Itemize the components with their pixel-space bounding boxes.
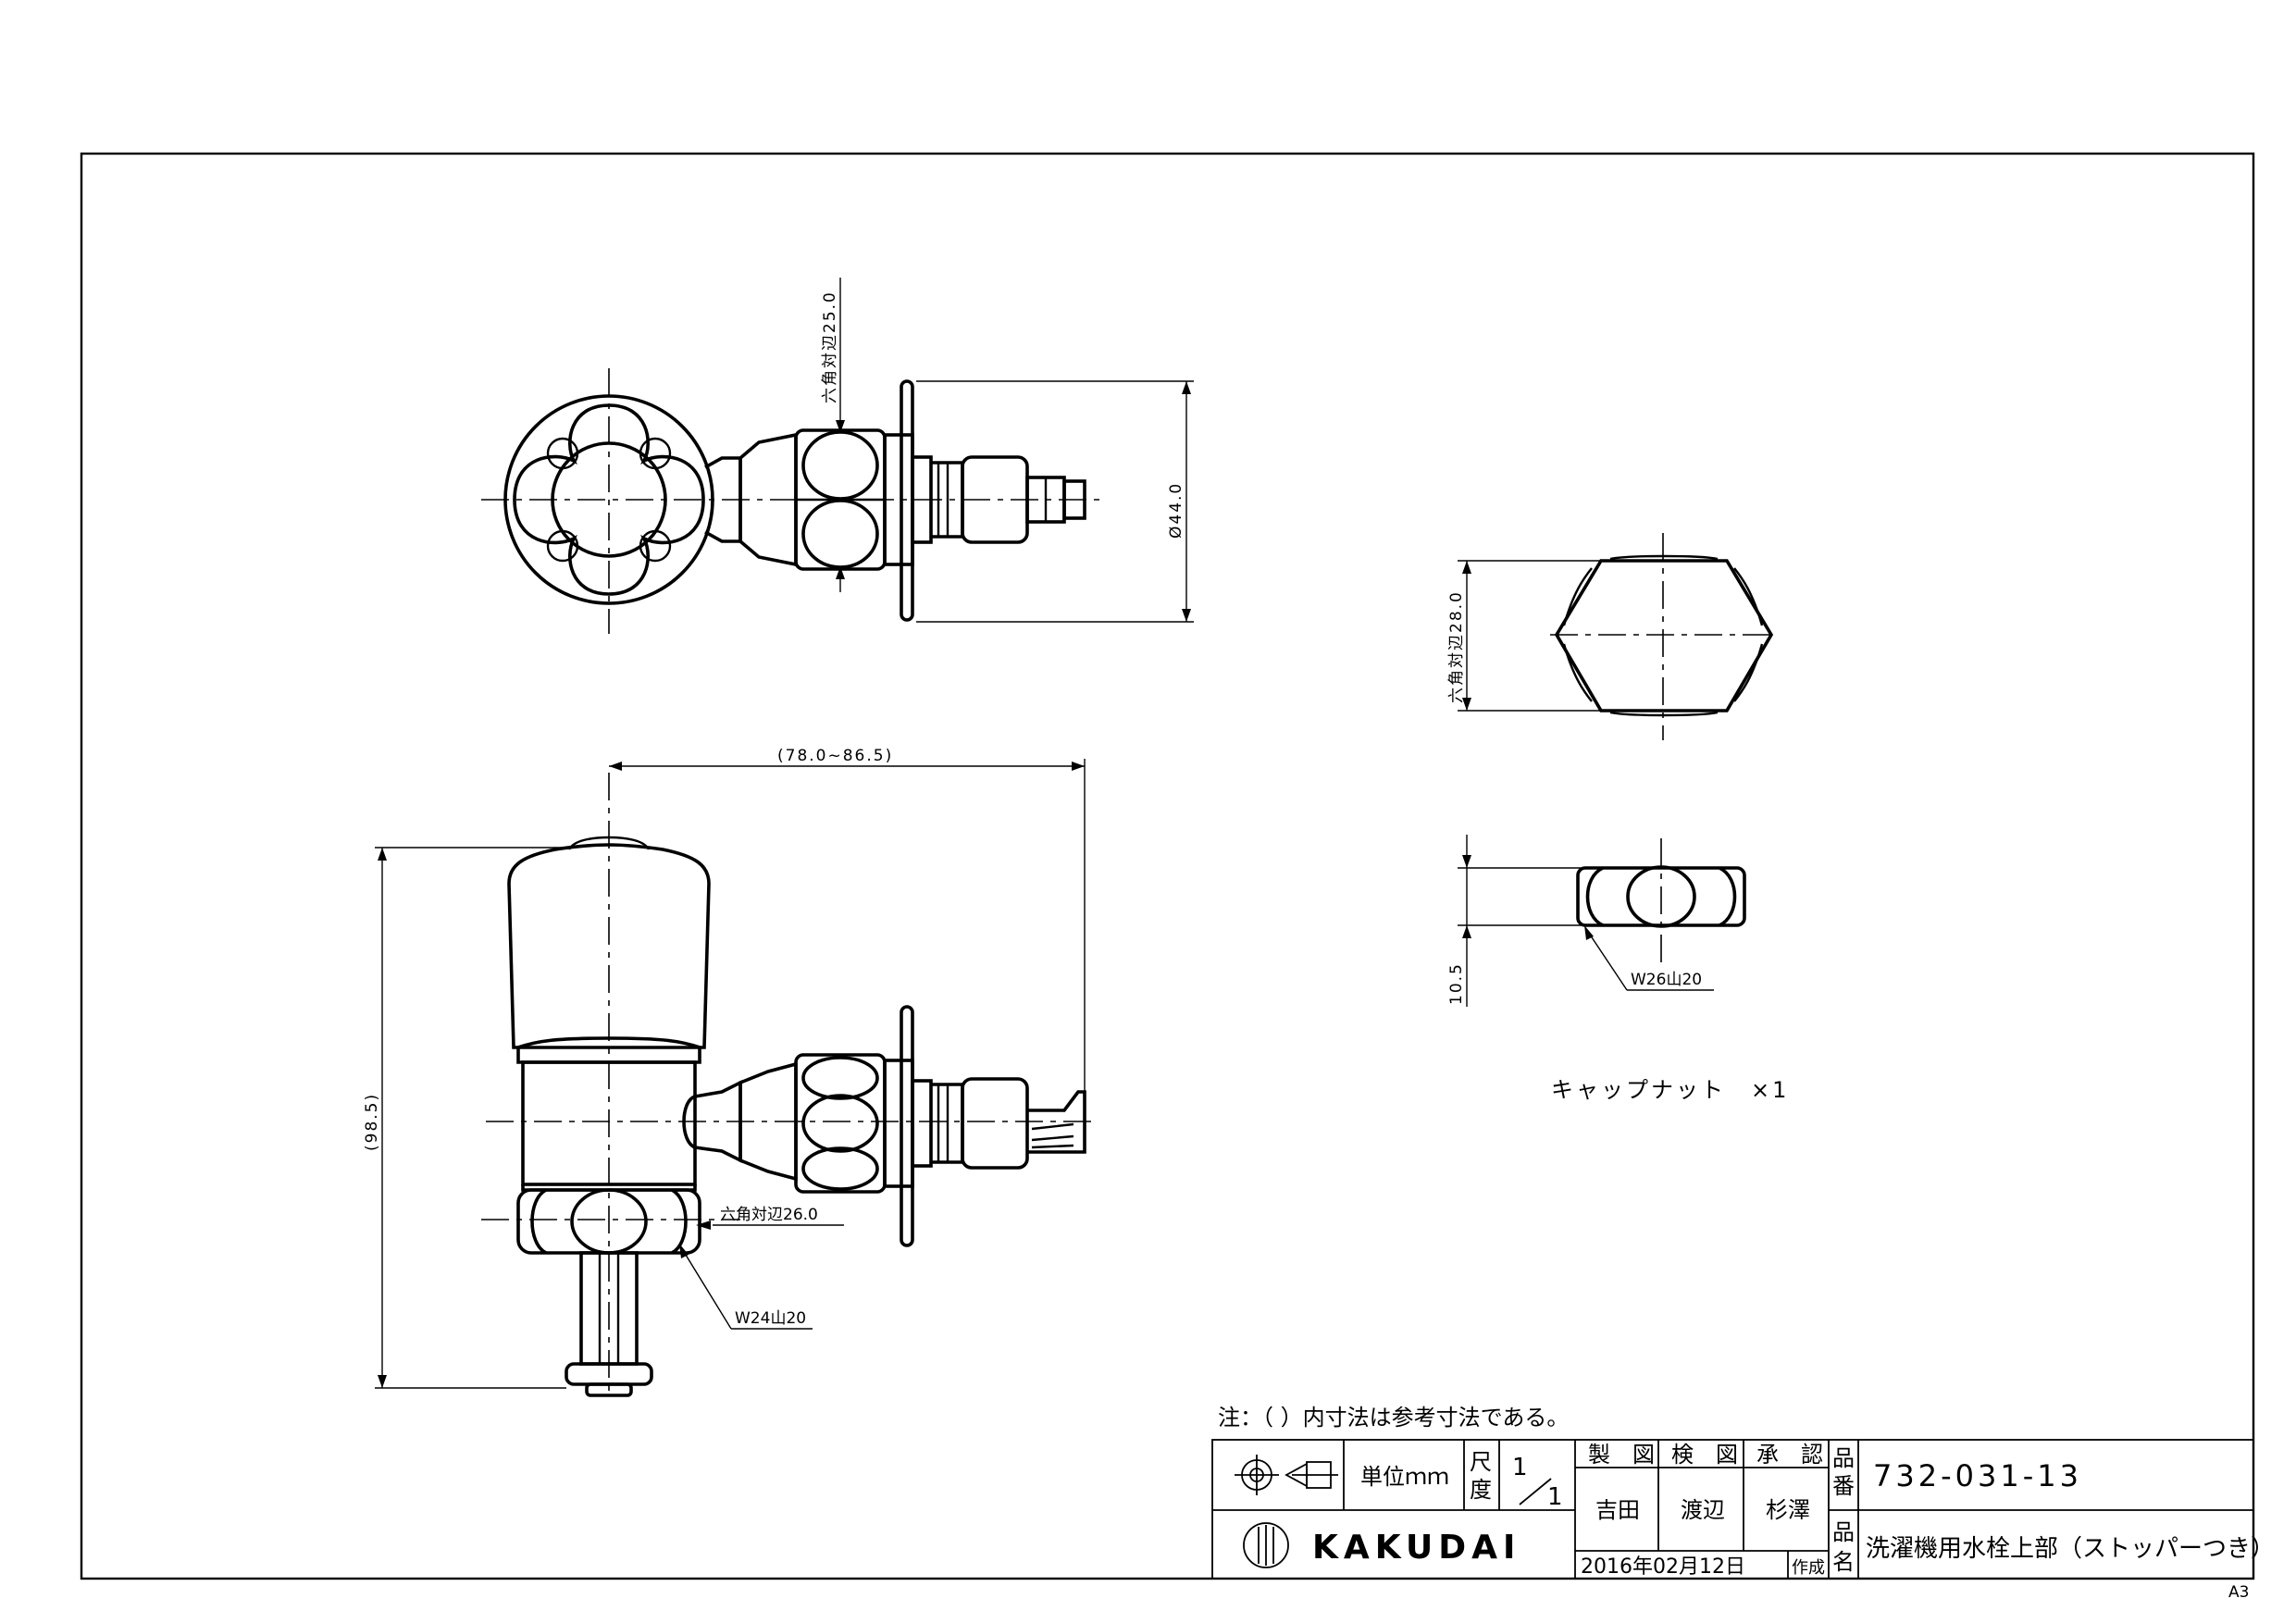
created-label: 作成 [1792,1558,1825,1578]
checked-by: 渡辺 [1681,1497,1725,1523]
part-no-label-2: 番 [1832,1473,1855,1499]
approved-by: 杉澤 [1766,1497,1810,1523]
scale-denominator: 1 [1547,1483,1563,1511]
paper-size: A3 [2228,1583,2249,1602]
made-by: 吉田 [1595,1497,1640,1523]
title-block: KAKUDAI 単位ｍｍ 尺 度 1 1 製 図 検 図 承 認 吉田 渡辺 杉… [1211,1439,2275,1580]
cap-nut-top-view: 六角対辺28.0 [1447,533,1777,740]
part-name-label-1: 品 [1832,1519,1855,1545]
part-no-label-1: 品 [1832,1445,1855,1471]
front-view: (78.0~86.5) (98.5) 六角対辺26.0 W24山20 [363,747,1092,1397]
approved-label: 承 認 [1756,1442,1823,1468]
note-text: 注：（ ）内寸法は参考寸法である。 [1218,1405,1569,1431]
unit-label: 単位ｍｍ [1360,1464,1449,1490]
logo-text: KAKUDAI [1312,1529,1520,1567]
dim-hex-body: 六角対辺26.0 [720,1206,818,1224]
dim-thread-body: W24山20 [735,1309,806,1328]
kakudai-logo: KAKUDAI [1243,1522,1520,1568]
part-number: 732-031-13 [1873,1458,2082,1493]
dim-thread-cap: W26山20 [1631,971,1702,989]
cap-nut-front-view: 10.5 W26山20 [1447,835,1746,1007]
part-name: 洗濯機用水栓上部（ストッパーつき） [1866,1535,2275,1563]
part-name-label-2: 名 [1832,1549,1855,1575]
dim-flange-diameter: Ø44.0 [1167,482,1185,539]
scale-label-1: 尺 [1470,1449,1492,1475]
third-angle-projection-icon [1235,1455,1338,1495]
top-view: 六角対辺25.0 Ø44.0 [481,278,1194,634]
dim-hex-top: 六角対辺25.0 [821,291,839,403]
made-label: 製 図 [1588,1442,1655,1468]
dim-span: (78.0~86.5) [777,747,893,765]
dim-cap-height: 10.5 [1447,962,1466,1005]
drawing-frame [80,152,2255,1580]
scale-label-2: 度 [1470,1477,1492,1503]
date: 2016年02月12日 [1581,1555,1745,1579]
cap-nut-label: キャップナット ×1 [1551,1077,1789,1103]
dim-height: (98.5) [363,1093,381,1151]
scale-numerator: 1 [1512,1454,1528,1481]
dim-hex-cap: 六角対辺28.0 [1447,590,1466,703]
checked-label: 検 図 [1671,1442,1738,1468]
